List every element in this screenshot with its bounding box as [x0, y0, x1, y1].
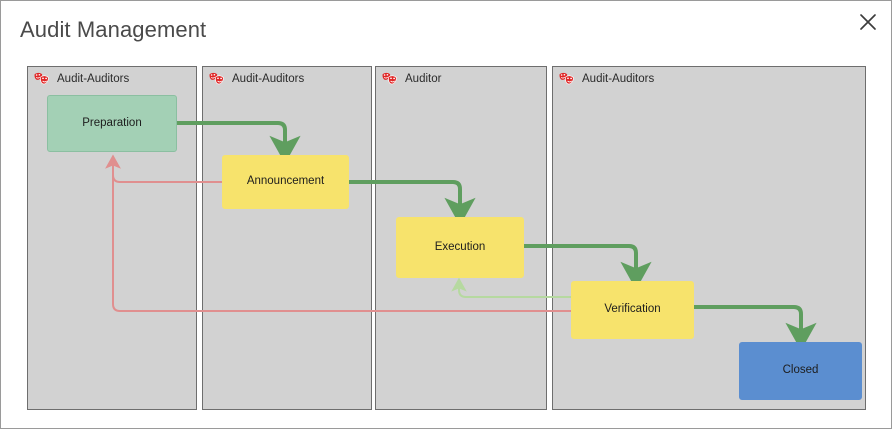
swimlane-3-header: Auditor [382, 72, 441, 86]
window-title-bar: Audit Management [1, 1, 891, 58]
node-execution[interactable]: Execution [396, 217, 524, 278]
swimlane-2[interactable]: Audit-Auditors [202, 66, 372, 410]
node-preparation[interactable]: Preparation [47, 95, 177, 152]
swimlane-1-label: Audit-Auditors [57, 73, 130, 85]
close-icon [860, 14, 876, 30]
theatre-masks-icon [34, 72, 49, 85]
swimlane-4-header: Audit-Auditors [559, 72, 654, 86]
theatre-masks-icon [209, 72, 224, 85]
page-title: Audit Management [20, 17, 207, 42]
node-verification-label: Verification [604, 303, 661, 316]
swimlane-3-label: Auditor [405, 73, 442, 85]
node-preparation-label: Preparation [82, 116, 142, 129]
node-announcement[interactable]: Announcement [222, 155, 349, 209]
close-button[interactable] [851, 5, 885, 39]
theatre-masks-icon [559, 72, 574, 85]
swimlane-2-header: Audit-Auditors [209, 72, 304, 86]
swimlane-2-label: Audit-Auditors [232, 73, 305, 85]
swimlane-4-label: Audit-Auditors [582, 73, 655, 85]
node-closed-label: Closed [782, 364, 819, 377]
node-verification[interactable]: Verification [571, 281, 694, 339]
theatre-masks-icon [382, 72, 397, 85]
swimlane-1-header: Audit-Auditors [34, 72, 129, 86]
node-announcement-label: Announcement [246, 175, 325, 188]
node-closed[interactable]: Closed [739, 342, 862, 400]
node-execution-label: Execution [434, 240, 486, 253]
